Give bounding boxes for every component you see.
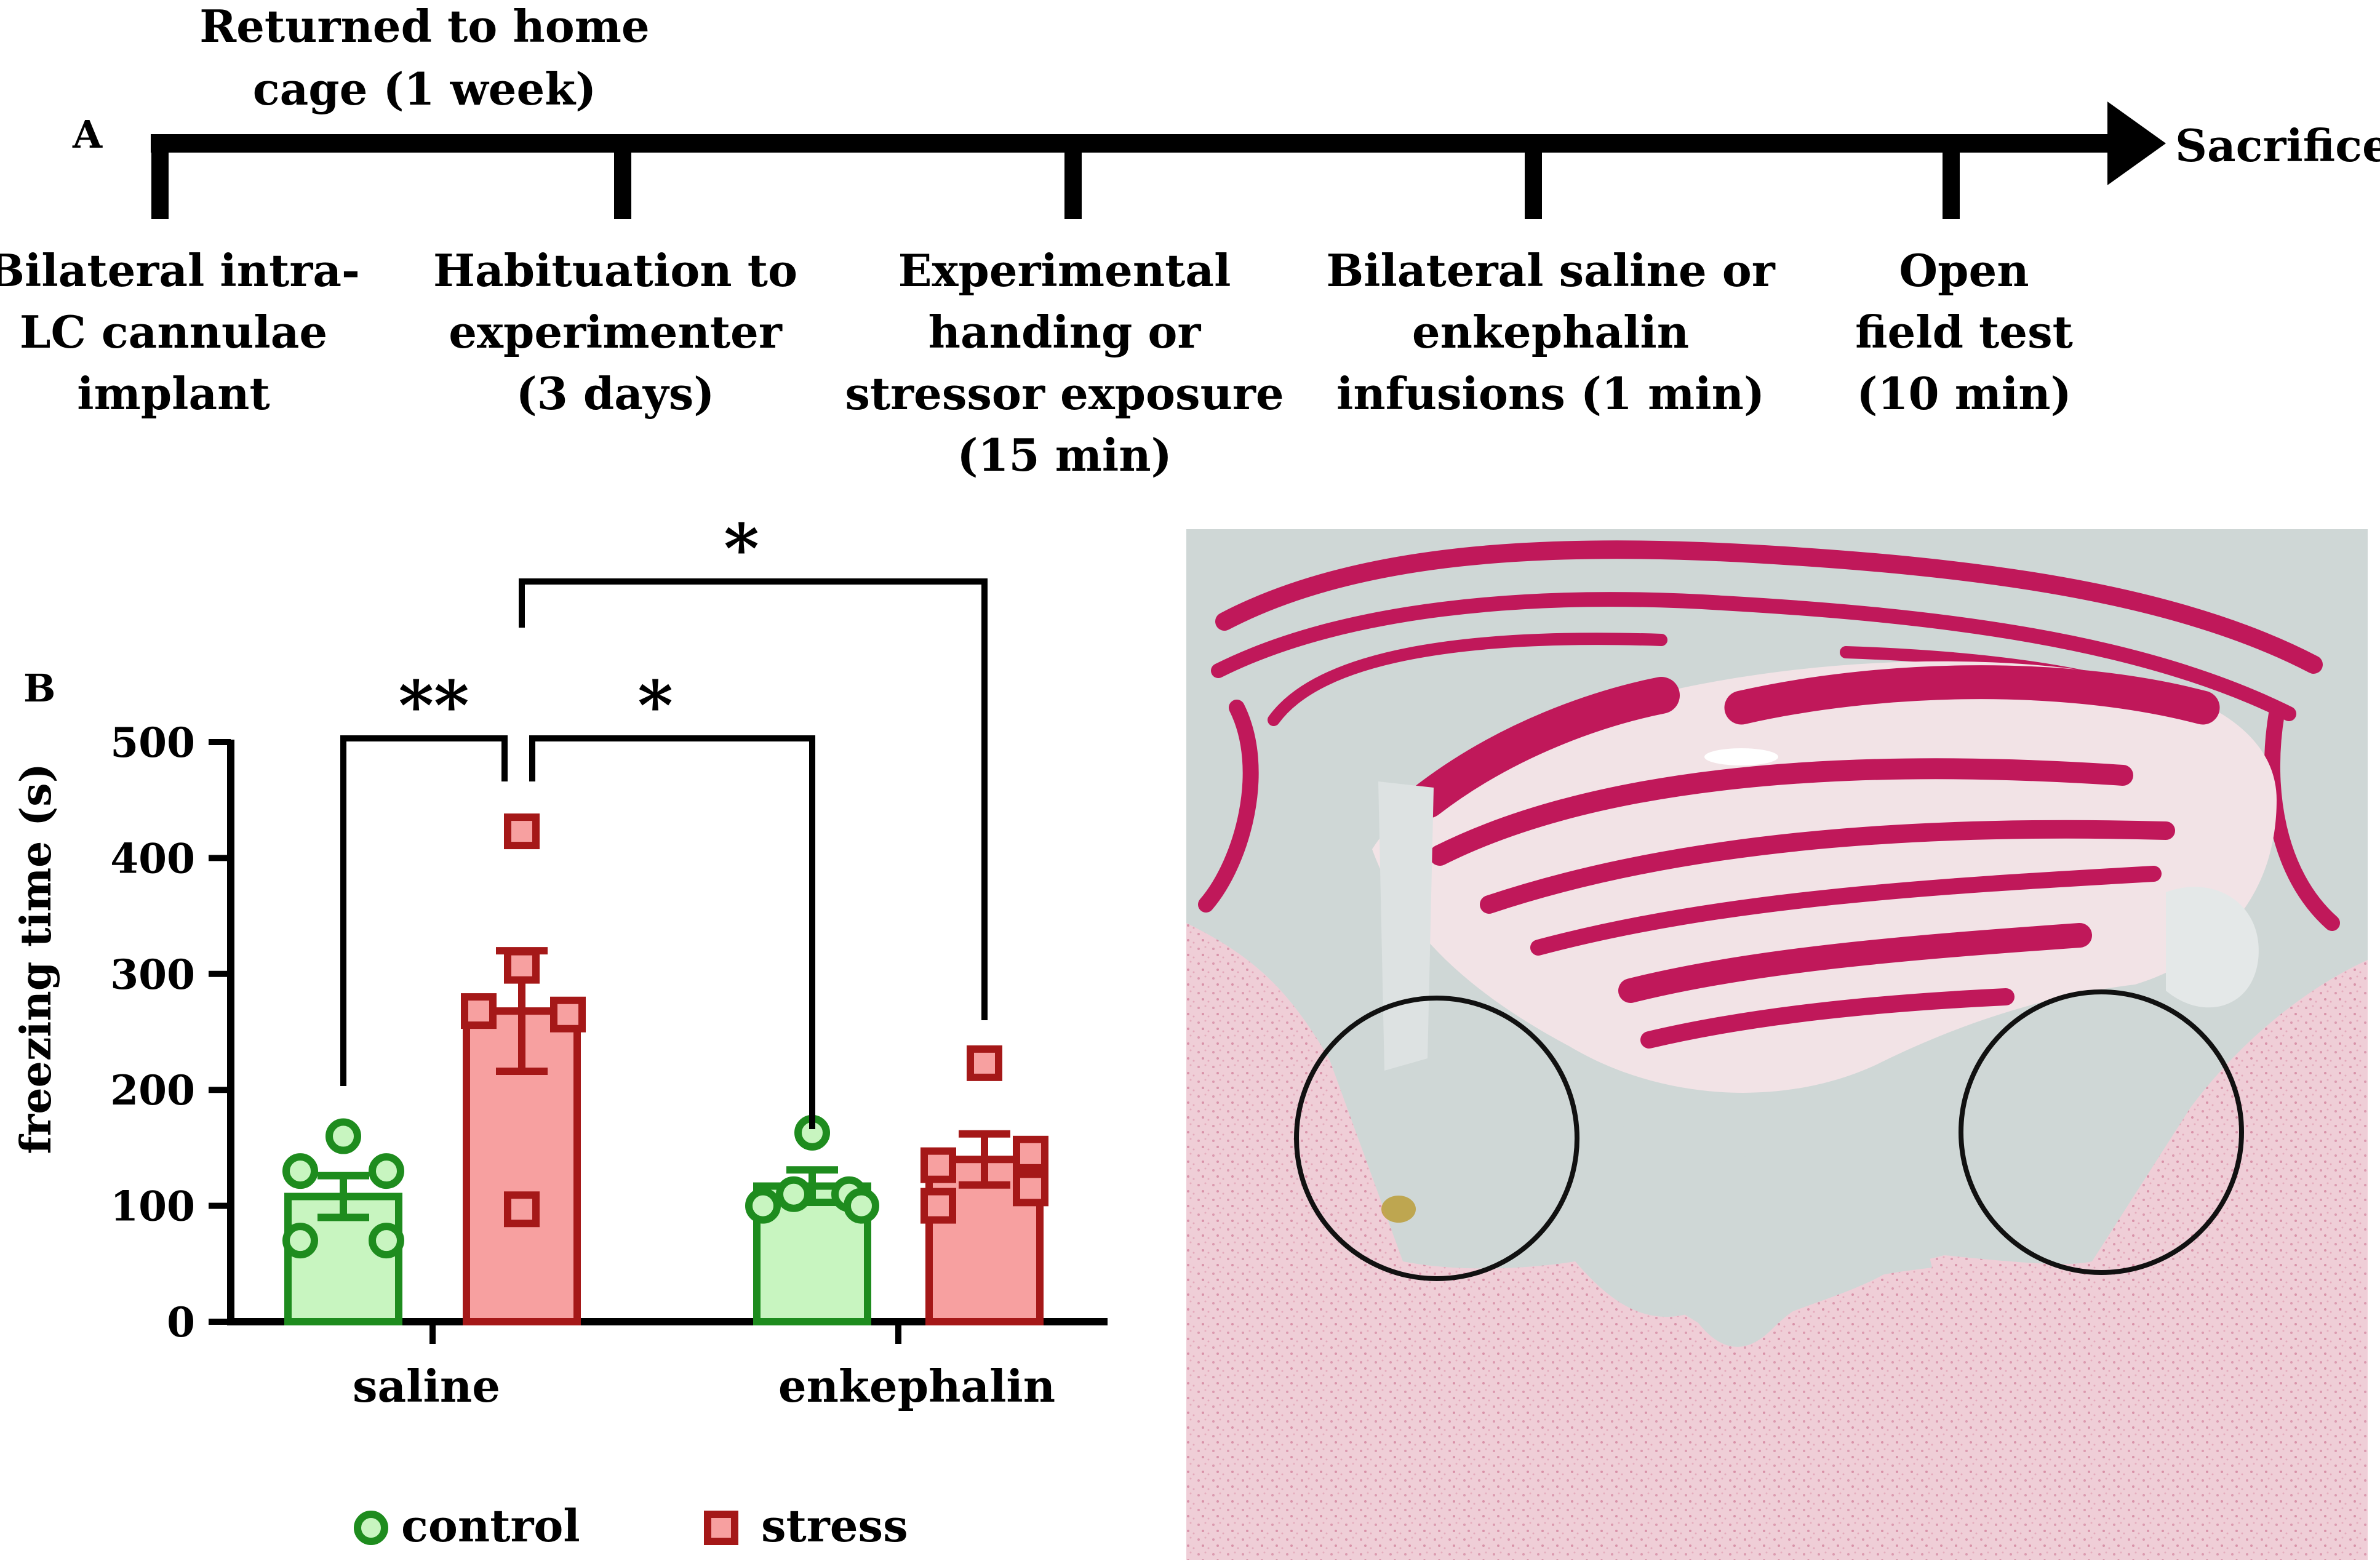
top-note-line-1: Returned to home <box>199 0 649 52</box>
significance-bracket <box>519 578 988 1020</box>
data-point <box>369 1223 404 1259</box>
legend-label-stress: stress <box>761 1500 908 1552</box>
timeline-end-label: Sacrifice <box>2175 119 2380 172</box>
timeline-tick <box>1064 143 1082 219</box>
step-4-line-2: enkephalin <box>1412 306 1689 358</box>
legend-marker-control <box>354 1511 388 1545</box>
step-3-line-3: stressor exposure <box>845 367 1284 420</box>
y-tick-label: 500 <box>110 719 195 767</box>
bar-stress-saline <box>463 1007 581 1325</box>
step-4-line-1: Bilateral saline or <box>1326 244 1775 297</box>
y-tick-label: 400 <box>110 834 195 882</box>
timeline-arrowhead <box>2107 102 2166 185</box>
data-point <box>504 1191 540 1228</box>
x-category-label: enkephalin <box>778 1360 1055 1412</box>
step-1-line-2: LC cannulae <box>20 306 327 358</box>
legend-marker-stress <box>704 1511 738 1545</box>
step-1-line-3: implant <box>77 367 270 420</box>
data-point <box>550 996 586 1033</box>
timeline-axis <box>151 102 2166 219</box>
timeline-line <box>151 134 2117 153</box>
panel-a: A Returned to home cage (1 week) Sacrifi… <box>0 0 2380 481</box>
step-5-line-1: Open <box>1899 244 2029 297</box>
step-2-line-1: Habituation to <box>433 244 797 297</box>
significance-bracket <box>340 735 508 1086</box>
data-point <box>745 1188 781 1224</box>
significance-label: ** <box>398 666 469 745</box>
timeline-tick <box>151 143 169 219</box>
timeline-step-1: Bilateral intra- LC cannulae implant <box>0 244 360 420</box>
y-tick-label: 0 <box>167 1298 195 1346</box>
step-4-line-3: infusions (1 min) <box>1336 367 1765 420</box>
data-point <box>461 993 497 1029</box>
step-5-line-3: (10 min) <box>1856 367 2071 420</box>
y-tick-label: 300 <box>110 951 195 999</box>
data-point <box>920 1188 956 1224</box>
step-3-line-4: (15 min) <box>957 429 1172 481</box>
timeline-top-note: Returned to home cage (1 week) <box>199 0 649 115</box>
data-point <box>369 1153 404 1189</box>
brain-section-micrograph <box>1186 529 2368 1560</box>
significance-bracket <box>529 735 815 1129</box>
legend-label-control: control <box>401 1500 580 1552</box>
data-point <box>1013 1135 1048 1172</box>
significance-label: * <box>724 509 759 588</box>
panel-a-label: A <box>72 112 103 157</box>
data-point <box>282 1223 318 1259</box>
legend-item-stress: stress <box>704 1500 908 1552</box>
data-point <box>920 1147 956 1183</box>
step-3-line-2: handing or <box>928 306 1202 358</box>
data-point <box>325 1118 361 1154</box>
timeline-step-5: Open field test (10 min) <box>1855 244 2073 420</box>
data-point <box>776 1176 812 1212</box>
timeline-step-2: Habituation to experimenter (3 days) <box>433 244 797 420</box>
legend-item-control: control <box>354 1500 580 1552</box>
data-point <box>1013 1170 1048 1207</box>
significance-label: * <box>637 666 673 745</box>
step-5-line-2: field test <box>1855 306 2073 358</box>
y-tick-label: 200 <box>110 1066 195 1114</box>
step-3-line-1: Experimental <box>898 244 1231 297</box>
data-point <box>504 813 540 850</box>
panel-b: B freezing time (s) 0 100 200 300 400 500 sali… <box>12 509 1108 1552</box>
data-point <box>844 1188 879 1224</box>
timeline-tick <box>614 143 631 219</box>
y-axis-label: freezing time (s) <box>12 763 61 1154</box>
x-category-label: saline <box>353 1360 500 1412</box>
timeline-step-4: Bilateral saline or enkephalin infusions… <box>1326 244 1775 420</box>
timeline-tick <box>1943 143 1960 219</box>
data-point <box>967 1045 1002 1081</box>
panel-b-label: B <box>23 666 55 711</box>
step-2-line-2: experimenter <box>449 306 783 358</box>
top-note-line-2: cage (1 week) <box>253 63 597 115</box>
legend: control stress <box>354 1500 908 1552</box>
timeline-step-3: Experimental handing or stressor exposur… <box>845 244 1284 481</box>
data-point <box>282 1153 318 1189</box>
lc-target-circle-left <box>1294 996 1579 1281</box>
data-point <box>504 948 540 984</box>
lc-target-circle-right <box>1959 989 2244 1275</box>
timeline-tick <box>1525 143 1542 219</box>
step-2-line-3: (3 days) <box>516 367 715 420</box>
y-tick-label: 100 <box>110 1183 195 1231</box>
step-1-line-1: Bilateral intra- <box>0 244 360 297</box>
